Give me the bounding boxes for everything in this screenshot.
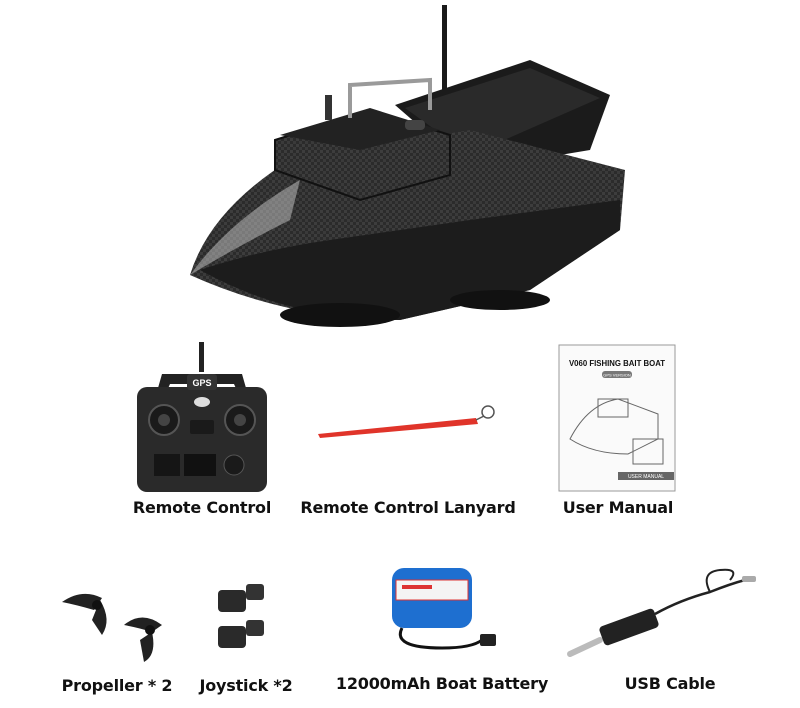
manual-badge-text: GPS VERSION <box>603 373 631 378</box>
user-manual-image: V060 FISHING BAIT BOAT GPS VERSION USER … <box>558 344 676 492</box>
joystick-label: Joystick *2 <box>199 676 293 695</box>
remote-control-label: Remote Control <box>132 498 272 517</box>
joystick-image <box>212 582 272 654</box>
manual-title-text: V060 FISHING BAIT BOAT <box>569 359 665 368</box>
manual-footer-text: USER MANUAL <box>628 474 664 480</box>
propeller-image <box>52 580 182 665</box>
usb-cable-image <box>560 562 760 662</box>
user-manual-label: User Manual <box>562 498 674 517</box>
remote-gps-text: GPS <box>192 378 211 388</box>
usb-cable-label: USB Cable <box>624 674 716 693</box>
propeller-label: Propeller * 2 <box>61 676 173 695</box>
lanyard-image <box>316 402 506 442</box>
lanyard-label: Remote Control Lanyard <box>300 498 516 517</box>
battery-label: 12000mAh Boat Battery <box>335 674 549 693</box>
battery-image <box>372 548 522 666</box>
remote-control-image: GPS <box>132 342 272 492</box>
boat-image <box>170 0 640 340</box>
